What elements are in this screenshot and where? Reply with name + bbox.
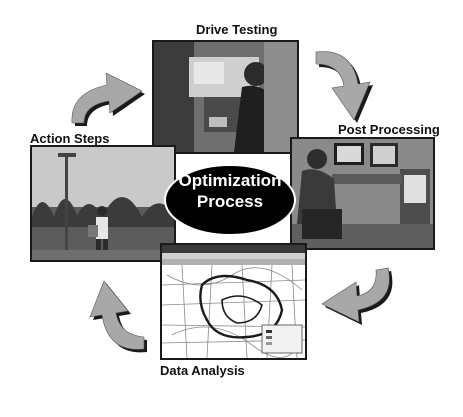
center-ellipse [164, 164, 296, 236]
curved-arrow-icon [321, 267, 393, 325]
action-steps-label: Action Steps [30, 131, 110, 146]
drive-testing-label: Drive Testing [196, 22, 278, 37]
curved-arrow-icon [89, 280, 147, 353]
curved-arrow-icon [71, 72, 145, 126]
curved-arrow-icon [315, 51, 373, 123]
data-analysis-label: Data Analysis [160, 363, 245, 378]
post-processing-label: Post Processing [338, 122, 440, 137]
drive-testing-photo [152, 40, 299, 154]
post-processing-photo [290, 137, 435, 250]
center-title: Optimization Process [163, 170, 297, 212]
action-steps-photo [30, 145, 176, 262]
data-analysis-photo [160, 243, 307, 360]
center-title-line2: Process [196, 192, 264, 211]
center-title-line1: Optimization [178, 171, 282, 190]
